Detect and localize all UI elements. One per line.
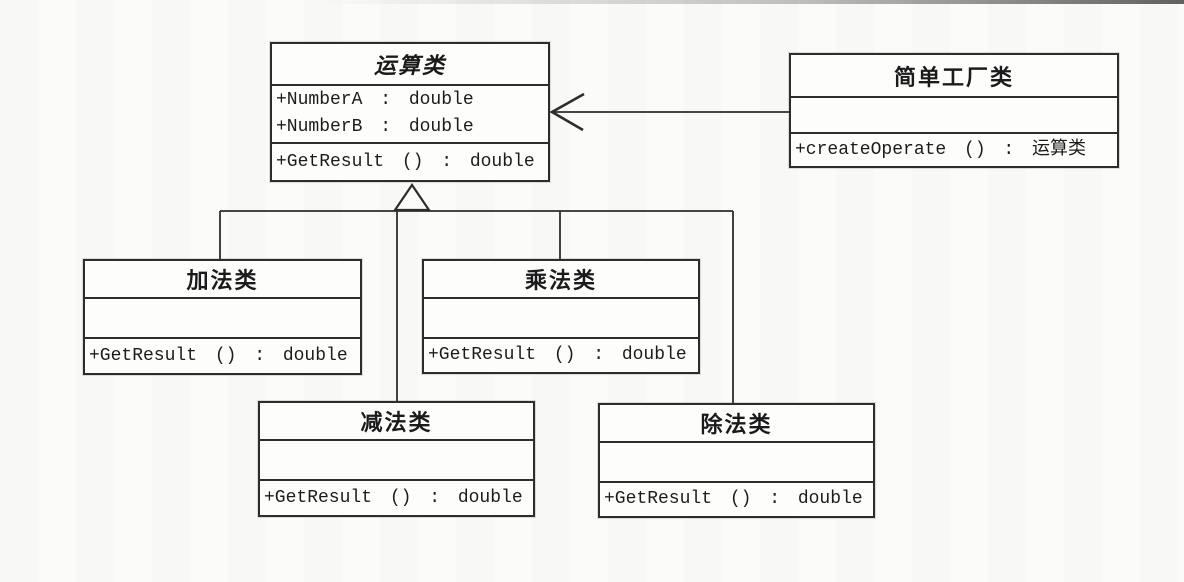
class-multiplication-methods: +GetResult () : double xyxy=(424,339,698,372)
generalization-triangle-icon xyxy=(392,183,432,212)
class-operation-methods: +GetResult () : double xyxy=(272,144,548,180)
class-simple-factory: 简单工厂类 +createOperate () : 运算类 xyxy=(789,53,1119,168)
method-get-result: +GetResult () : double xyxy=(428,345,687,365)
class-simple-factory-name: 简单工厂类 xyxy=(791,55,1117,98)
class-multiplication-attributes xyxy=(424,299,698,339)
class-addition-attributes xyxy=(85,299,360,339)
class-operation-attributes: +NumberA : double +NumberB : double xyxy=(272,86,548,144)
class-division-attributes xyxy=(600,443,873,483)
class-addition-methods: +GetResult () : double xyxy=(85,339,360,373)
class-simple-factory-methods: +createOperate () : 运算类 xyxy=(791,134,1117,166)
class-subtraction-name: 减法类 xyxy=(260,403,533,441)
open-arrowhead-icon xyxy=(549,92,585,132)
attribute-number-b: +NumberB : double xyxy=(276,117,474,137)
class-subtraction-attributes xyxy=(260,441,533,481)
class-subtraction: 减法类 +GetResult () : double xyxy=(258,401,535,517)
class-division-name: 除法类 xyxy=(600,405,873,443)
method-get-result: +GetResult () : double xyxy=(276,151,535,172)
class-operation-name: 运算类 xyxy=(272,44,548,86)
class-division-methods: +GetResult () : double xyxy=(600,483,873,516)
class-operation: 运算类 +NumberA : double +NumberB : double … xyxy=(270,42,550,182)
class-division: 除法类 +GetResult () : double xyxy=(598,403,875,518)
method-create-operate: +createOperate () : 运算类 xyxy=(795,139,1087,160)
class-simple-factory-attributes xyxy=(791,98,1117,134)
class-multiplication-name: 乘法类 xyxy=(424,261,698,299)
attribute-number-a: +NumberA : double xyxy=(276,90,474,110)
class-addition-name: 加法类 xyxy=(85,261,360,299)
class-multiplication: 乘法类 +GetResult () : double xyxy=(422,259,700,374)
class-subtraction-methods: +GetResult () : double xyxy=(260,481,533,515)
method-get-result: +GetResult () : double xyxy=(604,489,863,509)
method-get-result: +GetResult () : double xyxy=(264,487,523,508)
class-addition: 加法类 +GetResult () : double xyxy=(83,259,362,375)
method-get-result: +GetResult () : double xyxy=(89,345,348,366)
scan-artifact-line xyxy=(320,0,1184,4)
